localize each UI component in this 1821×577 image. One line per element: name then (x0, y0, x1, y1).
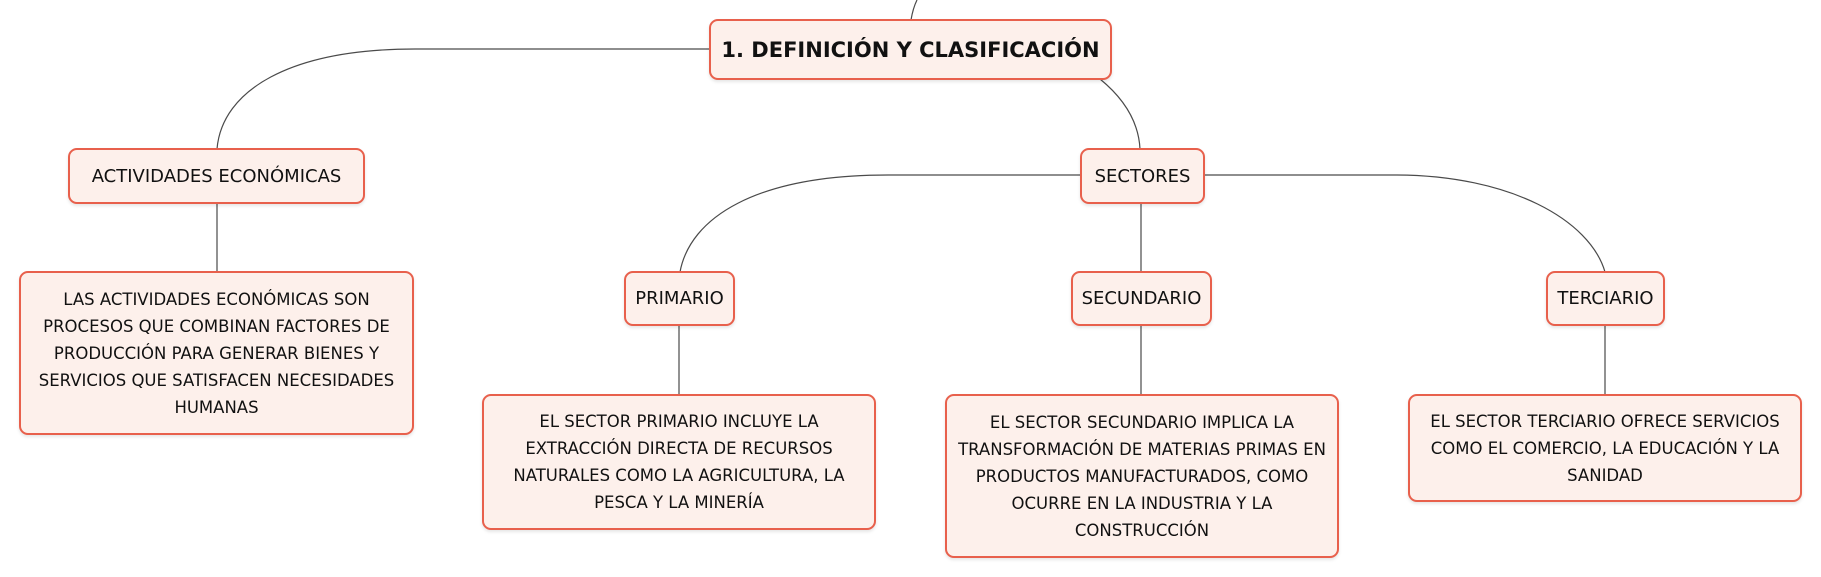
terciario-desc-node[interactable]: EL SECTOR TERCIARIO OFRECE SERVICIOS COM… (1408, 394, 1802, 502)
sectores-node[interactable]: SECTORES (1080, 148, 1205, 204)
root-node[interactable]: 1. DEFINICIÓN Y CLASIFICACIÓN (709, 19, 1112, 80)
primario-desc-text: EL SECTOR PRIMARIO INCLUYE LA EXTRACCIÓN… (513, 412, 845, 512)
actividades-node-label: ACTIVIDADES ECONÓMICAS (91, 165, 342, 187)
terciario-node[interactable]: TERCIARIO (1546, 271, 1665, 326)
connector-sectores-to-terciario (1204, 174, 1606, 273)
secundario-node[interactable]: SECUNDARIO (1071, 271, 1212, 326)
primario-node[interactable]: PRIMARIO (624, 271, 735, 326)
connector-root-to-actividades (216, 48, 710, 150)
actividades-desc-node[interactable]: LAS ACTIVIDADES ECONÓMICAS SON PROCESOS … (19, 271, 414, 435)
terciario-node-label: TERCIARIO (1557, 288, 1654, 309)
actividades-desc-text: LAS ACTIVIDADES ECONÓMICAS SON PROCESOS … (38, 289, 395, 417)
connector-parent-to-root (910, 0, 918, 21)
root-node-label: 1. DEFINICIÓN Y CLASIFICACIÓN (721, 37, 1100, 62)
secundario-desc-text: EL SECTOR SECUNDARIO IMPLICA LA TRANSFOR… (958, 412, 1326, 540)
secundario-node-label: SECUNDARIO (1081, 288, 1202, 309)
primario-node-label: PRIMARIO (635, 288, 724, 309)
secundario-desc-node[interactable]: EL SECTOR SECUNDARIO IMPLICA LA TRANSFOR… (945, 394, 1339, 558)
actividades-node[interactable]: ACTIVIDADES ECONÓMICAS (68, 148, 365, 204)
terciario-desc-text: EL SECTOR TERCIARIO OFRECE SERVICIOS COM… (1430, 411, 1780, 485)
sectores-node-label: SECTORES (1094, 165, 1191, 187)
primario-desc-node[interactable]: EL SECTOR PRIMARIO INCLUYE LA EXTRACCIÓN… (482, 394, 876, 530)
connector-root-to-sectores (1099, 78, 1141, 150)
connector-sectores-to-primario (679, 174, 1080, 273)
